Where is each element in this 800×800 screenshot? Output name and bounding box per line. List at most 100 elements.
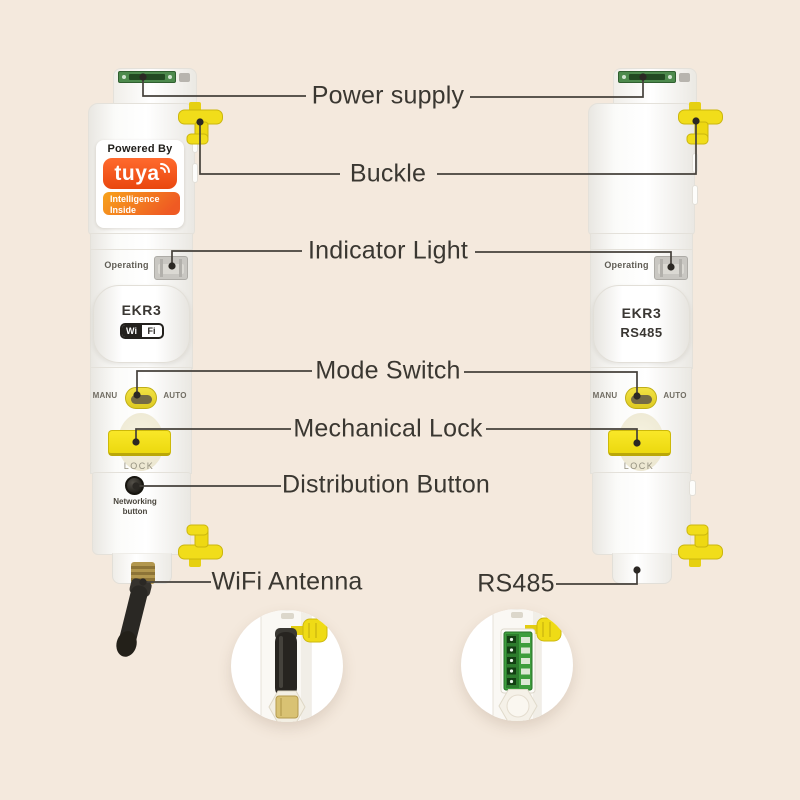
terminal-slot	[629, 74, 665, 80]
dot-mechanical-lock-left	[132, 438, 140, 446]
line-indicator-light-right	[475, 251, 672, 267]
indicator-groove	[160, 259, 163, 277]
inset-hex-nut	[498, 689, 538, 721]
indicator-groove	[179, 259, 182, 277]
callout-distribution-button: Distribution Button	[281, 470, 491, 499]
power-terminal-contacts	[118, 71, 176, 83]
line-mechanical-lock-right	[486, 428, 638, 443]
bottom-stub-rs485-port	[612, 553, 672, 584]
terminal-screw	[622, 75, 626, 79]
terminal-screw	[122, 75, 126, 79]
manu-label: MANU	[92, 391, 118, 400]
mechanical-lock	[108, 430, 171, 456]
dot-mechanical-lock-right	[633, 439, 641, 447]
side-tab	[192, 163, 198, 183]
callout-mechanical-lock: Mechanical Lock	[293, 414, 483, 443]
side-tab	[689, 480, 696, 496]
power-terminal-contacts	[618, 71, 676, 83]
line-power-supply-right	[470, 77, 644, 98]
din-buckle-top	[178, 102, 223, 145]
auto-label: AUTO	[663, 391, 687, 400]
inset-antenna-rod	[275, 628, 297, 698]
dot-buckle-left	[196, 118, 204, 126]
mode-switch-slot	[131, 395, 152, 404]
model-name: EKR3	[621, 305, 662, 321]
callout-buckle: Buckle	[349, 159, 427, 188]
rs485-detail-art	[492, 609, 562, 721]
line-rs485	[556, 570, 638, 585]
tuya-logo: tuya	[103, 158, 177, 189]
networking-label-line1: Networking	[113, 497, 157, 506]
inset-rs485-detail	[461, 609, 573, 721]
auto-label: AUTO	[163, 391, 187, 400]
side-tab	[692, 153, 698, 173]
terminal-screw	[668, 75, 672, 79]
manu-label: MANU	[592, 391, 618, 400]
model-name: EKR3	[121, 302, 162, 318]
operating-label: Operating	[604, 260, 649, 270]
line-mode-switch-right	[464, 371, 638, 396]
powered-by-text: Powered By	[107, 143, 173, 155]
line-mode-switch-left	[136, 370, 312, 395]
indicator-groove	[660, 259, 663, 277]
networking-label-line2: button	[122, 507, 148, 516]
side-tab	[692, 185, 698, 205]
terminal-slot	[129, 74, 165, 80]
callout-power-supply: Power supply	[311, 81, 465, 110]
callout-mode-switch: Mode Switch	[315, 356, 461, 385]
dot-buckle-right	[692, 117, 700, 125]
indicator-groove	[679, 259, 682, 277]
device-ekr3-wifi: Powered By tuya Intelligence Inside Oper…	[85, 55, 225, 675]
callout-indicator-light: Indicator Light	[307, 236, 469, 265]
dot-distribution-button	[132, 482, 140, 490]
mode-switch	[625, 387, 657, 409]
model-bulge: EKR3 RS485	[593, 285, 690, 363]
operating-label: Operating	[104, 260, 149, 270]
terminal-clip	[179, 73, 190, 82]
tagline-line2: Inside	[110, 204, 137, 215]
mode-switch	[125, 387, 157, 409]
tuya-logo-text: tuya	[114, 161, 160, 185]
dot-power-supply-left	[139, 73, 147, 81]
tuya-brand-card: Powered By tuya Intelligence Inside	[96, 140, 184, 228]
callout-rs485: RS485	[477, 569, 555, 598]
din-buckle-bottom	[178, 524, 223, 567]
dot-mode-switch-left	[133, 391, 141, 399]
dot-indicator-light-left	[168, 262, 176, 270]
tagline-line1: Intelligence	[110, 194, 160, 204]
line-indicator-light-left	[171, 250, 302, 266]
inset-rs485-connector	[500, 628, 536, 694]
line-buckle-left	[199, 122, 340, 175]
wifi-badge-wi: Wi	[121, 325, 142, 337]
lock-label: LOCK	[623, 461, 655, 471]
mechanical-lock	[608, 430, 671, 456]
mode-switch-slot	[631, 395, 652, 404]
inset-wifi-antenna-detail	[231, 610, 343, 722]
dot-wifi-antenna	[139, 578, 147, 586]
line-buckle-right	[437, 121, 697, 175]
dot-mode-switch-right	[633, 392, 641, 400]
terminal-clip	[679, 73, 690, 82]
inset-buckle-clip	[291, 618, 328, 643]
model-bulge: EKR3 Wi Fi	[93, 285, 190, 363]
dot-rs485	[633, 566, 641, 574]
din-buckle-bottom	[678, 524, 723, 567]
din-buckle-top	[678, 102, 723, 145]
wifi-badge-fi: Fi	[147, 326, 156, 336]
inset-brass-nut	[268, 690, 306, 722]
networking-button-label: Networking button	[104, 497, 166, 517]
line-power-supply-left	[142, 77, 306, 97]
line-mechanical-lock-left	[135, 428, 291, 442]
wifi-signal-icon	[160, 163, 170, 173]
device-body-bottom	[592, 472, 691, 555]
callout-wifi-antenna: WiFi Antenna	[211, 567, 363, 596]
lock-label: LOCK	[123, 461, 155, 471]
dot-indicator-light-right	[667, 263, 675, 271]
variant-name: RS485	[620, 325, 663, 340]
terminal-screw	[168, 75, 172, 79]
wifi-badge: Wi Fi	[119, 323, 164, 339]
antenna-detail-art	[260, 610, 328, 722]
intelligence-inside-badge: Intelligence Inside	[103, 192, 180, 215]
dot-power-supply-right	[639, 73, 647, 81]
